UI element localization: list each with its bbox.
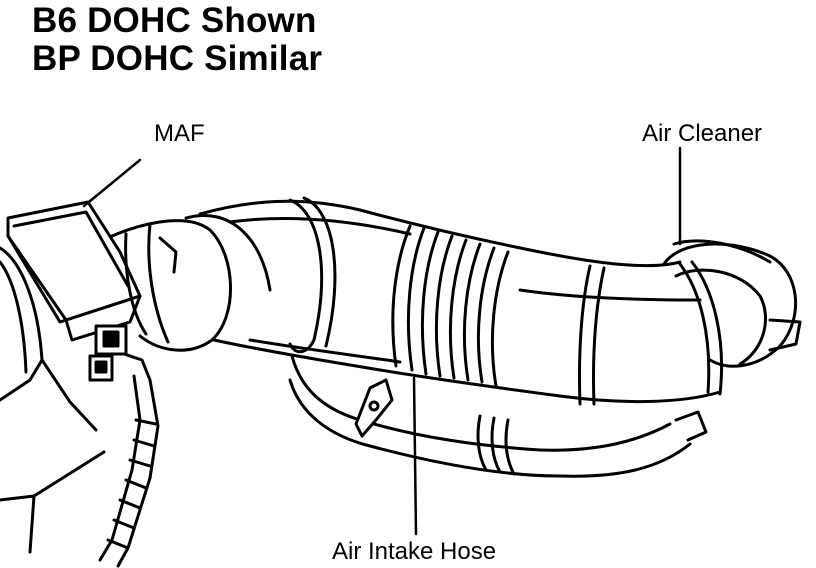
maf-leader-line xyxy=(82,158,142,208)
hose-bracket xyxy=(354,378,708,442)
air-intake-hose-label: Air Intake Hose xyxy=(332,538,497,565)
title-line-2: BP DOHC Similar xyxy=(32,39,323,78)
hose-bend-ribs xyxy=(518,260,724,406)
air-cleaner-label: Air Cleaner xyxy=(642,120,763,147)
engine-bay-panel xyxy=(0,246,106,554)
diagram-title: B6 DOHC Shown BP DOHC Similar xyxy=(32,2,322,78)
hose-clamp-front xyxy=(288,196,337,354)
maf-label: MAF xyxy=(154,120,205,147)
wiring-harness xyxy=(98,374,160,568)
intake-hose-body xyxy=(198,199,722,404)
maf-sensor xyxy=(6,200,152,382)
air-intake-hose-leader-line xyxy=(412,376,418,536)
air-cleaner-connection xyxy=(662,239,802,368)
resonator-tube xyxy=(288,354,692,478)
title-line-1: B6 DOHC Shown xyxy=(32,1,317,40)
leader-lines xyxy=(82,146,682,536)
bellows-section xyxy=(391,224,510,388)
maf-housing xyxy=(110,214,272,352)
